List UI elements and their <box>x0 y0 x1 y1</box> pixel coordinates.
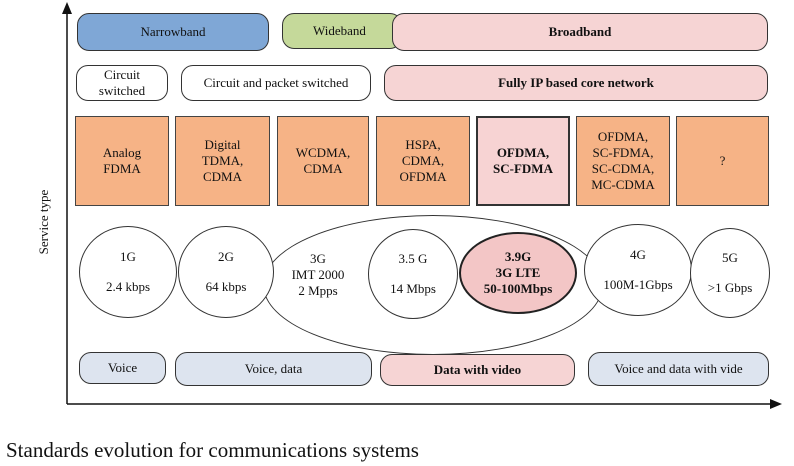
tech-ofdma-scfdma: OFDMA, SC-FDMA <box>476 116 570 206</box>
gen-3-5g: 3.5 G 14 Mbps <box>368 229 458 319</box>
y-axis-label: Service type <box>36 172 56 272</box>
service-data-video: Data with video <box>380 354 575 386</box>
tech-wcdma: WCDMA, CDMA <box>277 116 369 206</box>
gen-3g: 3G IMT 2000 2 Mpps <box>266 230 370 320</box>
gen-2g-rate: 64 kbps <box>205 279 247 294</box>
narrowband-band: Narrowband <box>77 13 269 51</box>
service-voice-data: Voice, data <box>175 352 372 386</box>
tech-analog-fdma: Analog FDMA <box>75 116 169 206</box>
y-axis-label-text: Service type <box>36 189 51 255</box>
gen-3g-rate: 2 Mpps <box>298 283 338 299</box>
figure-caption: Standards evolution for communications s… <box>6 438 419 462</box>
gen-5g-rate: >1 Gbps <box>707 280 753 295</box>
circuit-switched-pill: Circuit switched <box>76 65 168 101</box>
gen-3-9g-rate: 50-100Mbps <box>483 281 553 297</box>
tech-digital-tdma: Digital TDMA, CDMA <box>175 116 270 206</box>
gen-4g: 4G 100M-1Gbps <box>584 224 692 316</box>
gen-5g: 5G >1 Gbps <box>690 228 770 318</box>
gen-4g-name: 4G <box>630 246 646 262</box>
gen-1g: 1G 2.4 kbps <box>79 226 177 318</box>
gen-2g: 2G 64 kbps <box>178 226 274 318</box>
gen-1g-rate: 2.4 kbps <box>105 279 151 294</box>
gen-3-5g-rate: 14 Mbps <box>390 281 436 296</box>
gen-3-9g-name: 3.9G 3G LTE <box>495 248 541 280</box>
tech-ofdma-mc-cdma: OFDMA, SC-FDMA, SC-CDMA, MC-CDMA <box>576 116 670 206</box>
wideband-band: Wideband <box>282 13 402 49</box>
tech-hspa: HSPA, CDMA, OFDMA <box>376 116 470 206</box>
gen-2g-name: 2G <box>218 248 234 264</box>
tech-unknown: ? <box>676 116 769 206</box>
gen-3-9g: 3.9G 3G LTE 50-100Mbps <box>459 232 577 314</box>
gen-3-5g-name: 3.5 G <box>398 250 428 266</box>
ip-core-pill: Fully IP based core network <box>384 65 768 101</box>
broadband-band: Broadband <box>392 13 768 51</box>
gen-4g-rate: 100M-1Gbps <box>603 277 673 292</box>
circuit-packet-pill: Circuit and packet switched <box>181 65 371 101</box>
service-voice-data-video: Voice and data with vide <box>588 352 769 386</box>
service-voice: Voice <box>79 352 166 384</box>
gen-5g-name: 5G <box>722 249 738 265</box>
gen-1g-name: 1G <box>120 248 136 264</box>
gen-3g-name: 3G IMT 2000 <box>291 250 345 282</box>
